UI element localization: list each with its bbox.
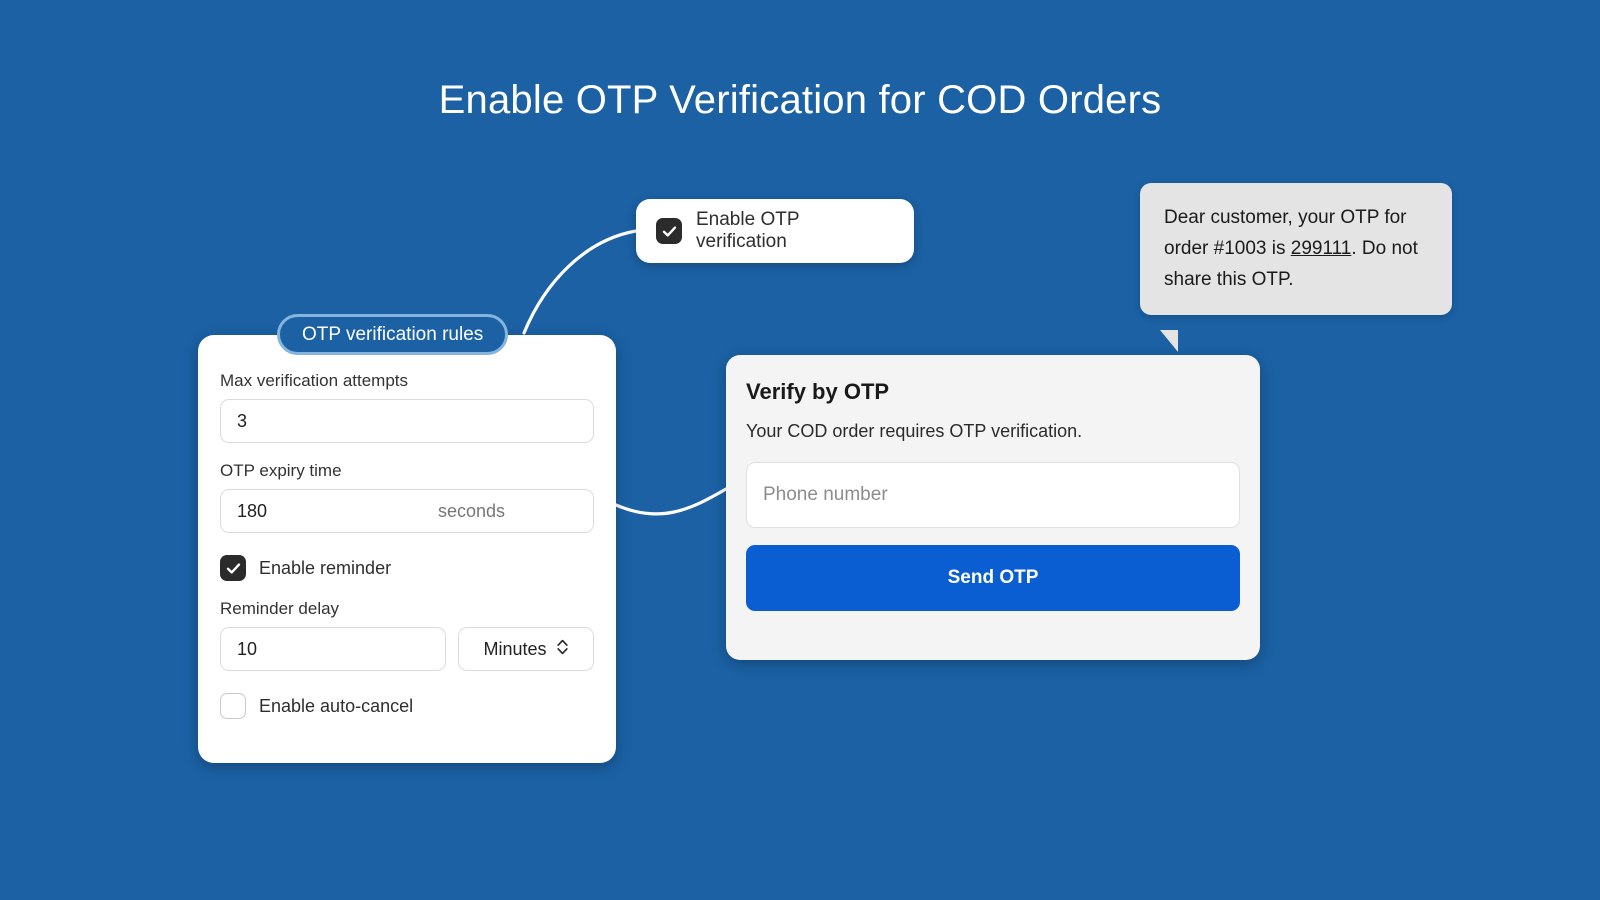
otp-expiry-time-label: OTP expiry time <box>220 461 342 480</box>
verify-by-otp-title: Verify by OTP <box>746 379 890 404</box>
otp-verification-rules-badge: OTP verification rules <box>277 314 509 355</box>
connector-rules-to-verify-card <box>614 487 728 516</box>
reminder-delay-unit-select[interactable]: Minutes <box>458 627 594 671</box>
page-title: Enable OTP Verification for COD Orders <box>438 78 1162 122</box>
enable-otp-verification-label: Enable OTP verification <box>696 209 800 252</box>
enable-auto-cancel-label: Enable auto-cancel <box>259 695 414 716</box>
enable-auto-cancel-row[interactable]: Enable auto-cancel <box>220 689 594 723</box>
reminder-delay-label: Reminder delay <box>220 599 340 618</box>
otp-expiry-time-unit: seconds <box>437 500 505 521</box>
otp-verification-rules-badge-label: OTP verification rules <box>302 323 484 345</box>
sms-message-bubble: Dear customer, your OTP for order #1003 … <box>1140 183 1452 316</box>
reminder-delay-value: 10 <box>237 638 258 659</box>
phone-number-input[interactable]: Phone number <box>746 462 1240 528</box>
phone-number-placeholder: Phone number <box>763 484 888 505</box>
reminder-delay-unit-value: Minutes <box>483 638 547 659</box>
verify-by-otp-subtitle: Your COD order requires OTP verification… <box>746 421 1083 441</box>
sms-text-after: . Do not share this OTP. <box>1164 237 1418 290</box>
otp-verification-rules-card: Max verification attempts 3 OTP expiry t… <box>198 335 616 763</box>
enable-reminder-label: Enable reminder <box>259 557 392 578</box>
verify-by-otp-card: Verify by OTP Your COD order requires OT… <box>726 355 1260 660</box>
enable-otp-verification-card[interactable]: Enable OTP verification <box>636 199 914 263</box>
sms-otp-code: 299111 <box>1290 237 1352 259</box>
sms-bubble-tail <box>1151 330 1178 352</box>
enable-otp-verification-checkbox[interactable] <box>656 218 682 244</box>
enable-auto-cancel-checkbox[interactable] <box>220 693 246 719</box>
sms-text-before: Dear customer, your OTP for order #1003 … <box>1164 207 1407 259</box>
otp-expiry-time-input[interactable]: 180 seconds <box>220 489 594 533</box>
reminder-delay-row: 10 Minutes <box>220 627 594 671</box>
reminder-delay-input[interactable]: 10 <box>220 627 446 671</box>
connector-badge-to-enable-card <box>522 229 638 335</box>
max-attempts-label: Max verification attempts <box>220 371 409 390</box>
enable-reminder-checkbox[interactable] <box>220 555 246 581</box>
max-attempts-value: 3 <box>237 410 248 431</box>
chevron-updown-icon <box>556 637 569 662</box>
otp-expiry-time-value: 180 <box>237 500 268 521</box>
enable-reminder-row[interactable]: Enable reminder <box>220 551 594 585</box>
max-attempts-input[interactable]: 3 <box>220 399 594 443</box>
send-otp-button[interactable]: Send OTP <box>746 545 1240 611</box>
